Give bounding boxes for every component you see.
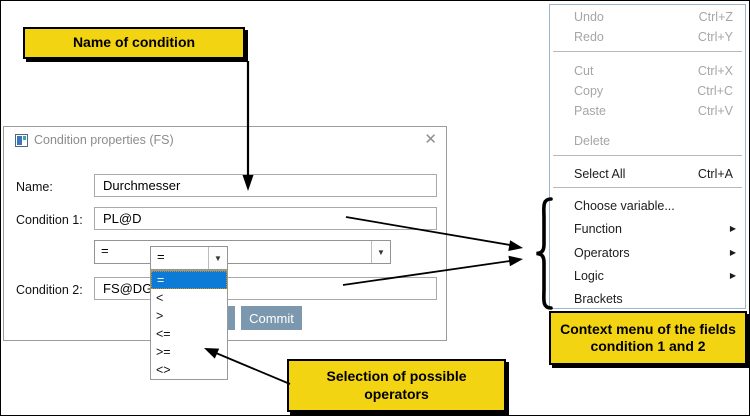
submenu-arrow-icon: ▶ [729, 224, 736, 233]
menu-item-undo-shortcut: Ctrl+Z [698, 10, 733, 24]
commit-button-label: Commit [249, 310, 294, 326]
menu-item-choose-variable[interactable]: Choose variable... [550, 196, 745, 216]
callout-selection-of-operators: Selection of possible operators [287, 359, 506, 412]
menu-item-function-label: Function [574, 222, 622, 236]
menu-item-delete-label: Delete [574, 134, 611, 148]
menu-separator [553, 155, 742, 156]
close-icon[interactable]: ✕ [424, 131, 437, 148]
menu-item-redo[interactable]: Redo Ctrl+Y [550, 27, 745, 47]
menu-item-choose-variable-label: Choose variable... [574, 199, 675, 213]
arrow-condition2-head [508, 255, 523, 267]
callout-context-menu: Context menu of the fields condition 1 a… [549, 311, 747, 365]
callout-context-menu-line2: condition 1 and 2 [590, 338, 706, 354]
menu-item-paste[interactable]: Paste Ctrl+V [550, 101, 745, 121]
menu-separator [553, 187, 742, 188]
operator-dropdown-list: = < > <= >= <> [150, 270, 228, 380]
menu-item-cut[interactable]: Cut Ctrl+X [550, 61, 745, 81]
condition2-label: Condition 2: [16, 283, 83, 297]
submenu-arrow-icon: ▶ [729, 248, 736, 257]
menu-item-cut-label: Cut [574, 64, 594, 78]
menu-separator [553, 51, 742, 52]
menu-item-copy-label: Copy [574, 84, 604, 98]
menu-item-select-all-shortcut: Ctrl+A [697, 167, 733, 181]
menu-item-paste-label: Paste [574, 104, 606, 118]
obscured-button[interactable] [228, 306, 235, 330]
menu-item-select-all-label: Select All [574, 167, 626, 181]
name-input[interactable]: Durchmesser [94, 174, 437, 197]
menu-item-copy[interactable]: Copy Ctrl+C [550, 81, 745, 101]
callout-context-menu-line1: Context menu of the fields [560, 320, 736, 337]
menu-item-brackets[interactable]: Brackets [550, 289, 745, 309]
callout-selection-line1: Selection of possible [326, 368, 467, 384]
commit-button[interactable]: Commit [241, 306, 302, 330]
condition2-input[interactable]: FS@DG [94, 277, 437, 300]
dropdown-option-less[interactable]: < [156, 291, 164, 305]
operator-combobox-wide[interactable]: = ▼ [94, 240, 391, 264]
name-input-value: Durchmesser [103, 178, 181, 193]
menu-item-function[interactable]: Function ▶ [550, 219, 745, 239]
menu-item-cut-shortcut: Ctrl+X [697, 64, 733, 78]
condition2-input-value: FS@DG [103, 281, 153, 296]
arrow-condition1-head [508, 240, 523, 251]
menu-item-logic-label: Logic [574, 269, 604, 283]
menu-item-undo[interactable]: Undo Ctrl+Z [550, 7, 745, 27]
menu-item-paste-shortcut: Ctrl+V [697, 104, 733, 118]
callout-name-of-condition-text: Name of condition [72, 34, 196, 51]
menu-item-logic[interactable]: Logic ▶ [550, 266, 745, 286]
name-label: Name: [16, 180, 53, 194]
callout-name-of-condition: Name of condition [23, 27, 245, 59]
menu-item-operators-label: Operators [574, 246, 630, 260]
condition1-label: Condition 1: [16, 213, 83, 227]
dropdown-option-greater-equal[interactable]: >= [156, 345, 171, 359]
dropdown-option-greater[interactable]: > [156, 309, 164, 323]
menu-item-operators[interactable]: Operators ▶ [550, 243, 745, 263]
callout-selection-line2: operators [364, 385, 429, 402]
submenu-arrow-icon: ▶ [729, 271, 736, 280]
dropdown-option-not-equal[interactable]: <> [156, 363, 171, 377]
menu-item-select-all[interactable]: Select All Ctrl+A [550, 164, 745, 184]
operator-combobox-wide-value: = [101, 243, 109, 258]
condition-properties-dialog: Condition properties (FS) ✕ Name: Durchm… [3, 126, 447, 380]
dropdown-option-less-equal[interactable]: <= [156, 327, 171, 341]
menu-item-brackets-label: Brackets [574, 292, 623, 306]
menu-item-copy-shortcut: Ctrl+C [697, 84, 733, 98]
menu-item-delete[interactable]: Delete [550, 131, 745, 151]
operator-combobox-open-value: = [157, 249, 165, 264]
menu-item-redo-label: Redo [574, 30, 604, 44]
chevron-down-icon[interactable]: ▼ [371, 241, 390, 263]
dialog-app-icon [15, 134, 28, 147]
menu-item-undo-label: Undo [574, 10, 604, 24]
context-menu: Undo Ctrl+Z Redo Ctrl+Y Cut Ctrl+X Copy … [549, 4, 746, 309]
condition1-input[interactable]: PL@D [94, 207, 437, 230]
condition1-input-value: PL@D [103, 211, 142, 226]
chevron-down-icon[interactable]: ▼ [208, 247, 227, 269]
menu-item-redo-shortcut: Ctrl+Y [697, 30, 733, 44]
dropdown-option-equal[interactable]: = [151, 271, 227, 289]
dialog-title: Condition properties (FS) [34, 133, 174, 147]
operator-combobox-open[interactable]: = ▼ [150, 246, 228, 270]
